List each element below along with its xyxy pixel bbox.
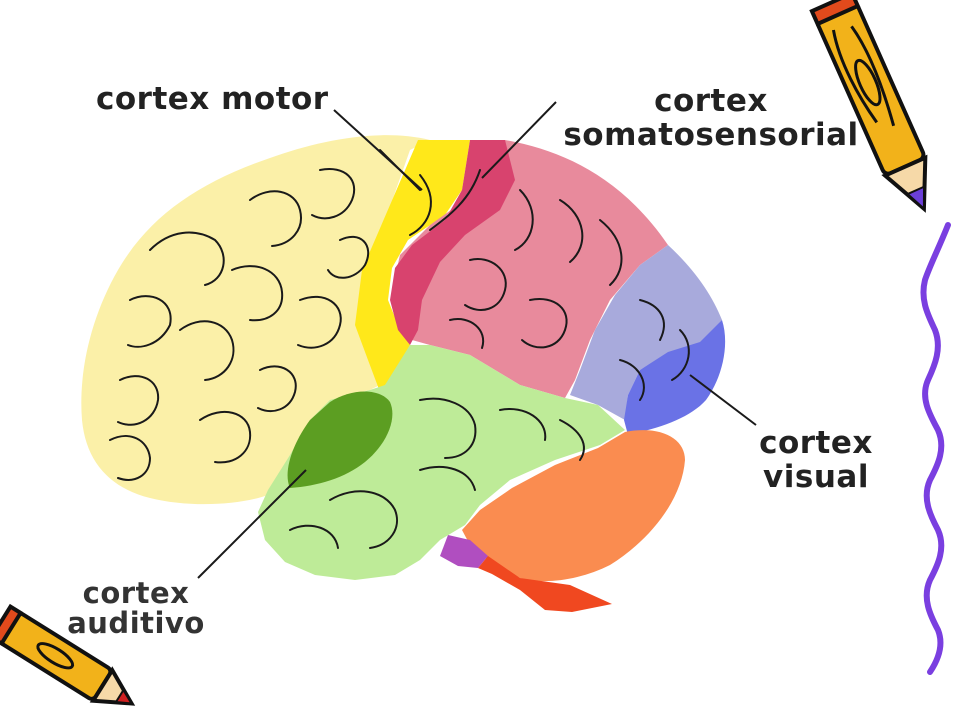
- auditivo-leader: [197, 469, 307, 579]
- wavy-border: [920, 222, 951, 675]
- label-cortex-motor: cortex motor: [96, 84, 329, 115]
- label-line-1: cortex: [654, 83, 768, 119]
- label-line-2: visual: [763, 459, 869, 495]
- label-line-2: auditivo: [67, 606, 205, 640]
- auditory-cortex: [287, 391, 393, 488]
- occipital-lobe: [570, 245, 722, 420]
- label-line-1: cortex: [82, 576, 190, 610]
- label-cortex-visual: cortex visual: [752, 426, 880, 494]
- brainstem: [478, 556, 612, 612]
- leader-lines: [197, 101, 757, 579]
- label-cortex-somatosensorial: cortex somatosensorial: [556, 84, 866, 152]
- somato-leader: [481, 101, 557, 179]
- cerebellum: [462, 430, 685, 582]
- label-line-2: somatosensorial: [563, 117, 859, 153]
- motor-leader: [333, 109, 423, 191]
- somatosensory-cortex: [390, 140, 515, 345]
- motor-cortex: [355, 140, 470, 392]
- label-cortex-auditivo: cortex auditivo: [56, 578, 216, 638]
- label-line-1: cortex: [759, 425, 873, 461]
- visual-leader: [689, 374, 757, 426]
- pencil-icon: [809, 0, 928, 213]
- pencil-icon: [0, 603, 136, 706]
- label-text: cortex motor: [96, 81, 329, 117]
- pons: [440, 535, 488, 568]
